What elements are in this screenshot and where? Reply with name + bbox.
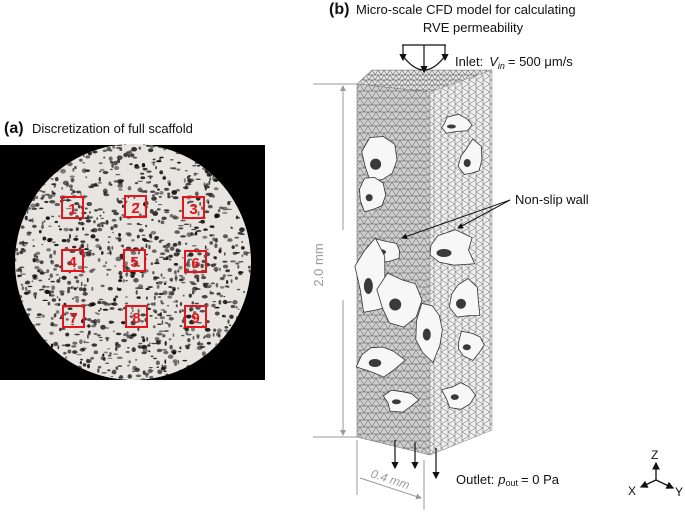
region-number: 4 xyxy=(68,254,77,271)
region-box-6: 6 xyxy=(184,250,207,273)
axis-triad: Z X Y xyxy=(628,448,683,499)
region-box-2: 2 xyxy=(124,195,147,218)
region-box-1: 1 xyxy=(61,196,84,219)
panel-a-letter: (a) xyxy=(4,120,24,137)
pore-shadow xyxy=(370,158,382,170)
pore-shadow xyxy=(422,328,431,341)
y-axis-label: Y xyxy=(675,485,683,499)
outlet-label: Outlet:pout= 0 Pa xyxy=(456,472,560,488)
pore-shadow xyxy=(368,359,382,367)
pore-shadow xyxy=(391,399,401,405)
panel-a-title: Discretization of full scaffold xyxy=(32,121,193,136)
panel-b-letter: (b) xyxy=(329,1,349,18)
pore-hole xyxy=(441,382,476,410)
pore-hole xyxy=(382,389,420,413)
region-number: 2 xyxy=(131,200,139,217)
height-label: 2.0 mm xyxy=(311,243,326,286)
region-box-8: 8 xyxy=(125,305,148,328)
x-axis-label: X xyxy=(628,484,636,498)
region-box-7: 7 xyxy=(62,305,85,328)
wall-pointer-arrow-front xyxy=(401,199,511,240)
pore-shadow xyxy=(436,249,452,257)
panel-b-title-line1: Micro-scale CFD model for calculating xyxy=(356,2,576,17)
region-number: 1 xyxy=(68,201,76,218)
region-box-4: 4 xyxy=(61,249,84,272)
pore-shadow xyxy=(462,344,471,351)
region-number: 6 xyxy=(191,255,199,272)
z-axis-label: Z xyxy=(651,448,658,462)
inlet-label: Inlet:Vin= 500 μm/s xyxy=(455,54,573,71)
region-box-3: 3 xyxy=(182,196,205,219)
pore-shadow xyxy=(446,124,456,129)
non-slip-wall-label: Non-slip wall xyxy=(515,192,589,207)
region-number: 8 xyxy=(132,310,140,327)
region-number: 3 xyxy=(189,201,197,218)
pore-hole xyxy=(448,277,481,318)
pore-shadow xyxy=(456,298,466,309)
pore-hole xyxy=(457,138,483,175)
region-number: 9 xyxy=(191,310,199,327)
y-axis-arrow xyxy=(655,479,675,489)
height-dimension xyxy=(313,83,357,438)
pore-hole xyxy=(359,176,387,213)
region-box-9: 9 xyxy=(184,305,207,328)
wall-pointer-arrow-side xyxy=(457,199,511,229)
region-boxes: 1 2 3 4 5 6 7 8 9 xyxy=(61,195,207,328)
region-box-5: 5 xyxy=(123,249,146,272)
pore-shadow xyxy=(389,298,402,311)
width-dimension xyxy=(356,440,425,510)
region-number: 5 xyxy=(130,254,138,271)
x-axis-arrow xyxy=(639,479,657,488)
region-number: 7 xyxy=(69,310,77,327)
pore-shadow xyxy=(365,194,373,202)
pore-shadow xyxy=(450,394,459,400)
pore-hole xyxy=(376,272,423,328)
pore-surfaces xyxy=(354,113,485,413)
pore-hole xyxy=(361,136,398,182)
pore-hole xyxy=(457,330,485,362)
outlet-arrows xyxy=(391,440,440,480)
pore-hole xyxy=(441,113,473,134)
rve-column-mesh xyxy=(354,69,493,456)
pore-shadow xyxy=(463,159,471,167)
panel-b-title-line2: RVE permeability xyxy=(423,20,524,35)
pore-shadow xyxy=(363,278,373,294)
inlet-velocity-profile xyxy=(399,44,449,74)
